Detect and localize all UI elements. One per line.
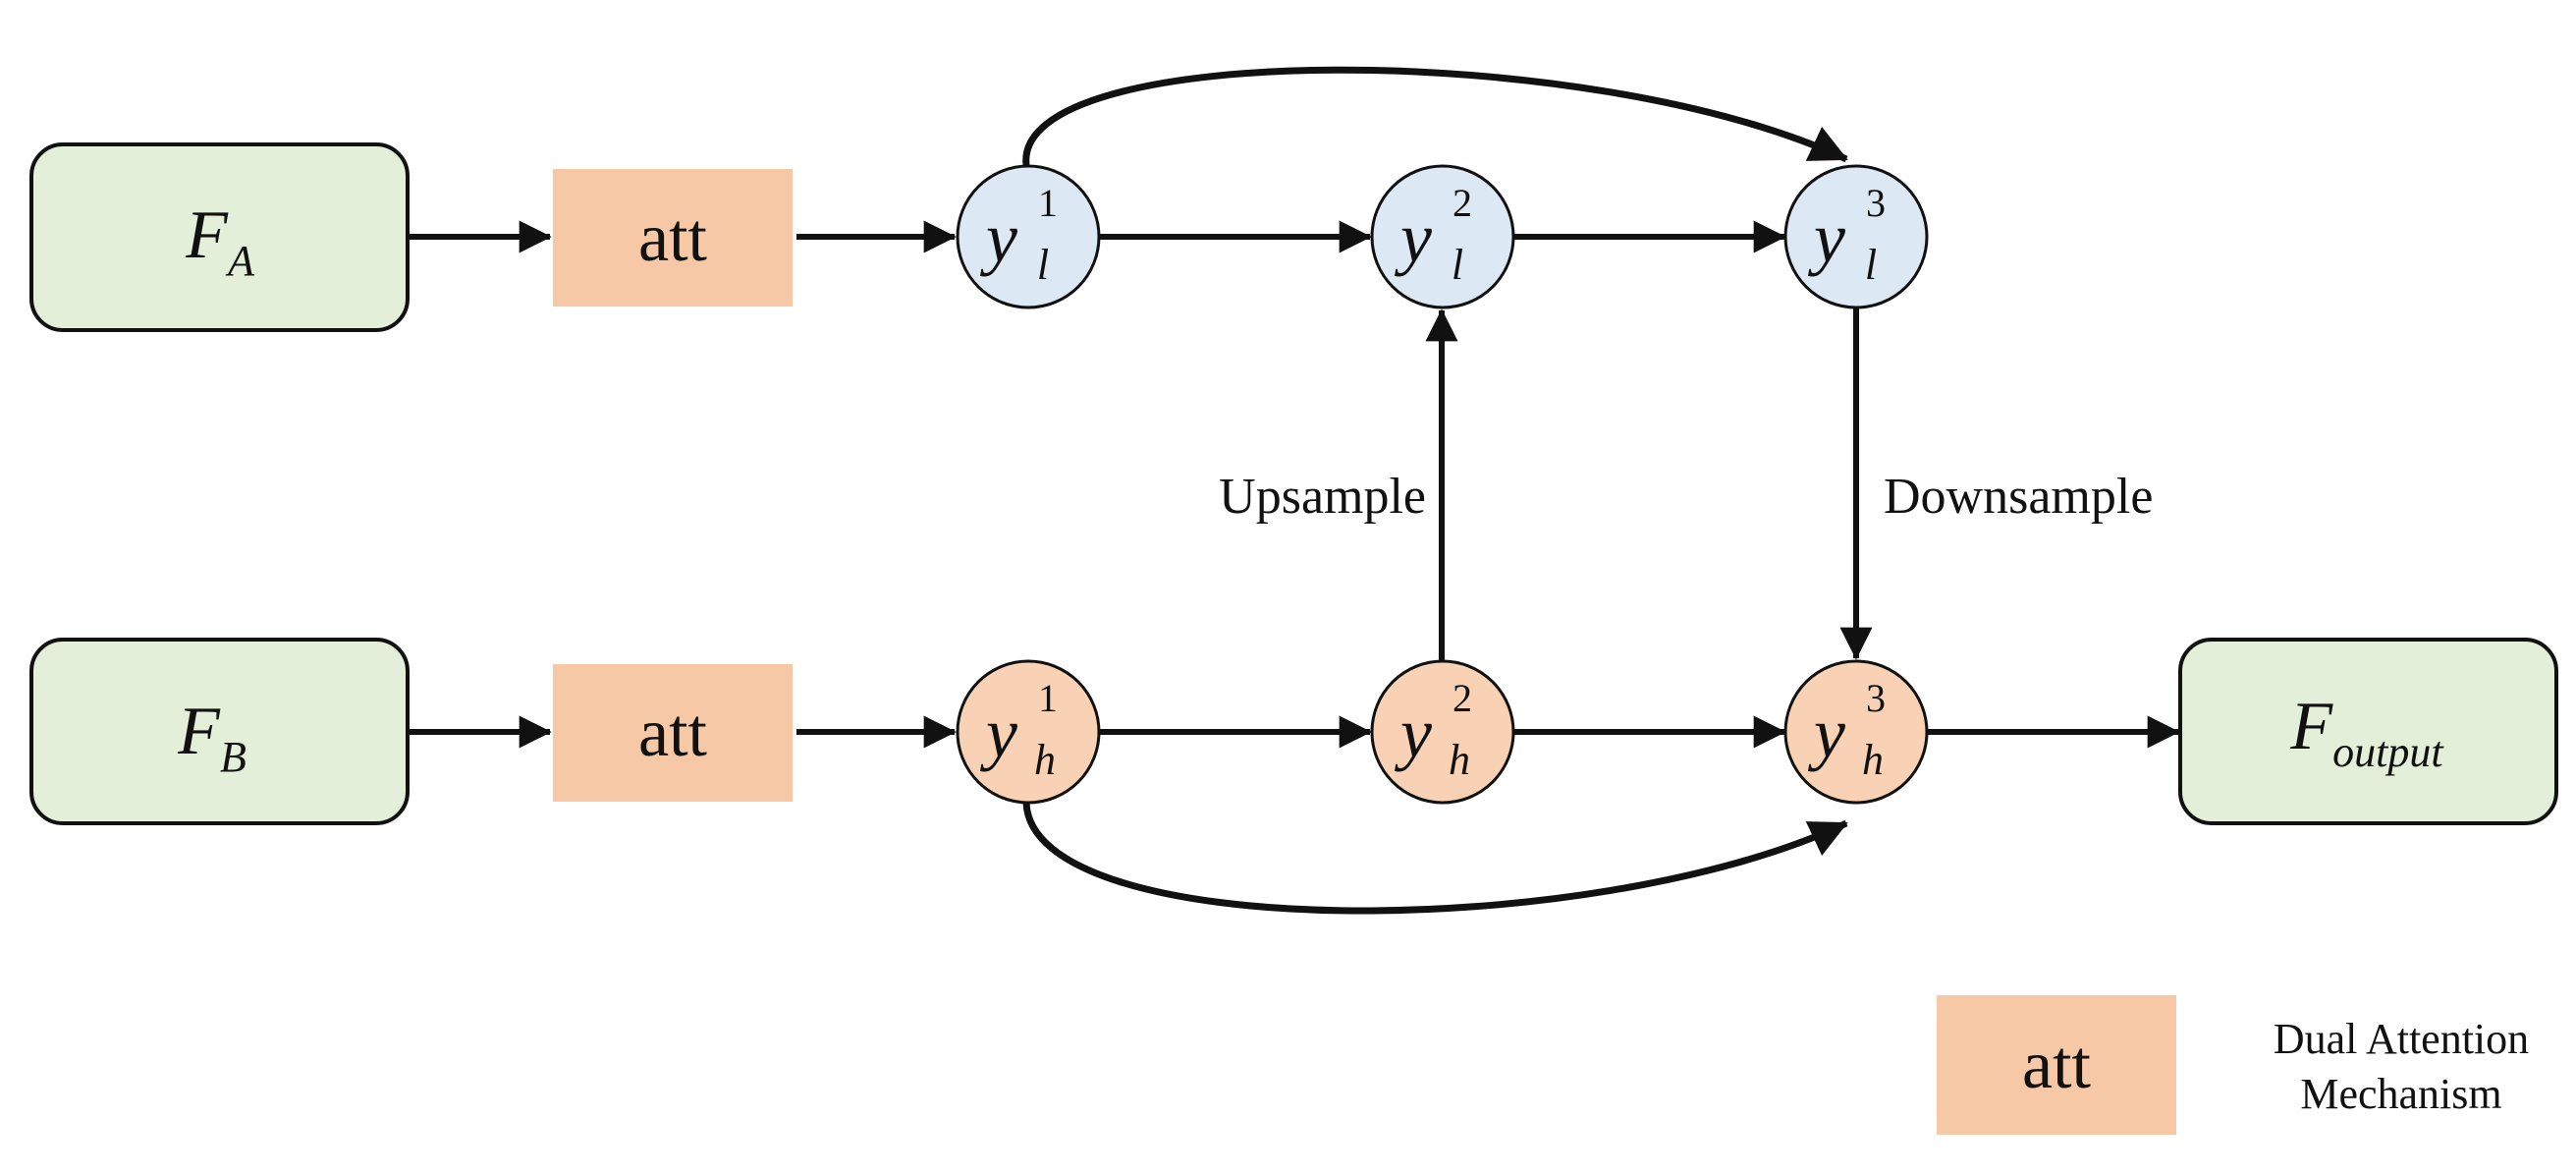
- node-yh1: y 1 h: [956, 659, 1101, 805]
- node-yh2: y 2 h: [1370, 659, 1515, 805]
- node-yh3-sup: 3: [1866, 676, 1886, 720]
- node-yl3-sub: l: [1865, 241, 1877, 289]
- svg-text:Foutput: Foutput: [2289, 689, 2444, 776]
- node-yh3-sub: h: [1862, 736, 1884, 784]
- node-yl1-main: y: [979, 198, 1017, 277]
- node-yl2-sup: 2: [1452, 181, 1472, 225]
- node-yl3-main: y: [1807, 198, 1845, 277]
- upsample-label: Upsample: [1219, 469, 1426, 525]
- legend: att Dual Attention Mechanism: [1937, 995, 2529, 1135]
- downsample-label: Downsample: [1884, 469, 2153, 525]
- input-fb-main: F: [177, 694, 221, 769]
- output-sub: output: [2332, 728, 2444, 776]
- input-fa-sub: A: [225, 237, 255, 285]
- legend-line1: Dual Attention: [2274, 1015, 2529, 1063]
- att-label-bottom: att: [638, 696, 708, 771]
- node-yl1-sup: 1: [1038, 181, 1058, 225]
- node-yh3: y 3 h: [1783, 659, 1929, 805]
- node-yh3-main: y: [1807, 694, 1845, 772]
- svg-text:FB: FB: [177, 694, 247, 781]
- att-box-top: att: [553, 169, 793, 307]
- node-yh1-sup: 1: [1038, 676, 1058, 720]
- node-yh2-sub: h: [1449, 736, 1470, 784]
- node-yh2-sup: 2: [1452, 676, 1472, 720]
- node-yl2-main: y: [1394, 198, 1432, 277]
- node-yh2-main: y: [1394, 694, 1432, 772]
- svg-text:FA: FA: [185, 197, 255, 285]
- output-main: F: [2289, 689, 2333, 764]
- node-yl1-sub: l: [1037, 241, 1049, 289]
- input-box-fa: FA: [29, 142, 410, 332]
- skip-arrow-bottom: [1022, 802, 1848, 915]
- input-fa-main: F: [185, 197, 229, 273]
- legend-att-label: att: [2022, 1028, 2092, 1103]
- node-yl3: y 3 l: [1783, 164, 1929, 309]
- node-yl2: y 2 l: [1370, 164, 1515, 309]
- input-fb-sub: B: [220, 733, 247, 781]
- node-yl3-sup: 3: [1866, 181, 1886, 225]
- legend-line2: Mechanism: [2300, 1070, 2501, 1118]
- output-box: Foutput: [2178, 638, 2558, 825]
- node-yl2-sub: l: [1452, 241, 1463, 289]
- legend-att-box: [1937, 995, 2176, 1135]
- node-yh1-sub: h: [1034, 736, 1056, 784]
- att-box-bottom: att: [553, 664, 793, 802]
- input-box-fb: FB: [29, 638, 410, 825]
- att-label-top: att: [638, 200, 708, 276]
- node-yl1: y 1 l: [956, 164, 1101, 309]
- node-yh1-main: y: [979, 694, 1017, 772]
- skip-arrow-top: [1022, 66, 1848, 166]
